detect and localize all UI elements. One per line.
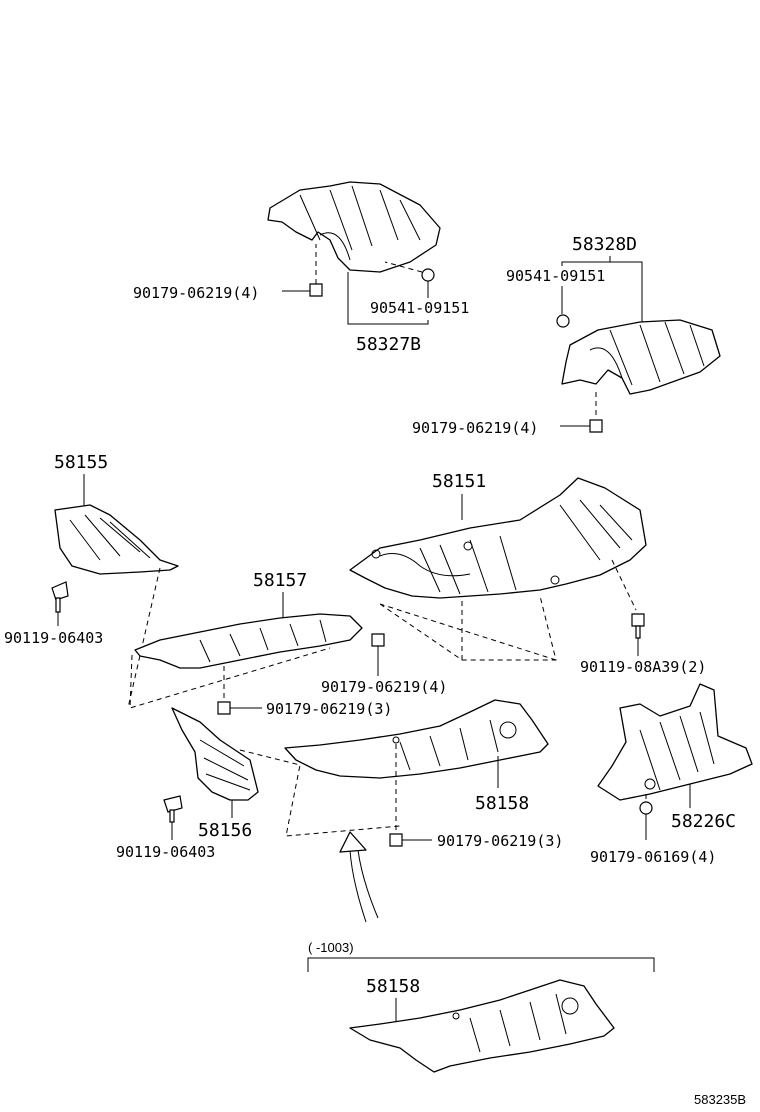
leader-bracket — [347, 272, 429, 325]
label-58158-lower: 58158 — [366, 976, 420, 997]
clip-mid-3[interactable] — [217, 701, 231, 715]
label-58157: 58157 — [253, 570, 307, 591]
label-58327b: 58327B — [356, 334, 421, 355]
part-58327b-insulator[interactable] — [267, 181, 441, 273]
label-90179-06219-3-lower: 90179-06219(3) — [437, 832, 563, 850]
label-90119-06403-left: 90119-06403 — [4, 629, 103, 647]
leader-dash — [384, 261, 423, 273]
label-90179-06219-4-top: 90179-06219(4) — [133, 284, 259, 302]
nut-top[interactable] — [421, 268, 435, 282]
label-58328d: 58328D — [572, 234, 637, 255]
label-90541-09151-right: 90541-09151 — [506, 267, 605, 285]
label-90119-06403-lower: 90119-06403 — [116, 843, 215, 861]
part-58151-insulator[interactable] — [349, 477, 647, 599]
part-58158-insulator[interactable] — [284, 699, 549, 779]
leader-dash — [127, 567, 161, 709]
label-90179-06219-4-right: 90179-06219(4) — [412, 419, 538, 437]
part-58158-variant-insulator[interactable] — [349, 979, 615, 1073]
clip-top-left[interactable] — [309, 283, 323, 297]
part-58155-insulator[interactable] — [54, 504, 179, 575]
clip-right[interactable] — [589, 419, 603, 433]
bolt-left[interactable] — [51, 581, 69, 613]
nut-right[interactable] — [556, 314, 570, 328]
view-arrow — [339, 831, 379, 923]
leader-bracket — [561, 256, 643, 326]
label-90179-06219-4-mid: 90179-06219(4) — [321, 678, 447, 696]
label-58226c: 58226C — [671, 811, 736, 832]
leader-dash — [379, 559, 637, 661]
label-58158-upper: 58158 — [475, 793, 529, 814]
nut-lower-right[interactable] — [639, 801, 653, 815]
part-58226c-insulator[interactable] — [597, 683, 753, 801]
clip-lower-3[interactable] — [389, 833, 403, 847]
label-90541-09151-top: 90541-09151 — [370, 299, 469, 317]
bolt-right[interactable] — [631, 613, 645, 639]
clip-mid-4[interactable] — [371, 633, 385, 647]
leader-dash — [129, 647, 331, 709]
part-58157-insulator[interactable] — [134, 613, 363, 669]
label-58151: 58151 — [432, 471, 486, 492]
range-bracket — [307, 957, 655, 972]
label-range-note: ( -1003) — [308, 940, 354, 955]
label-90119-08a39-2: 90119-08A39(2) — [580, 658, 706, 676]
reference-code: 583235B — [694, 1092, 746, 1107]
label-90179-06169-4: 90179-06169(4) — [590, 848, 716, 866]
label-58155: 58155 — [54, 452, 108, 473]
part-58156-insulator[interactable] — [171, 707, 259, 801]
label-58156: 58156 — [198, 820, 252, 841]
bolt-lower[interactable] — [163, 795, 183, 823]
label-90179-06219-3-mid: 90179-06219(3) — [266, 700, 392, 718]
part-58328d-insulator[interactable] — [561, 319, 721, 395]
leader-dash — [239, 749, 401, 837]
